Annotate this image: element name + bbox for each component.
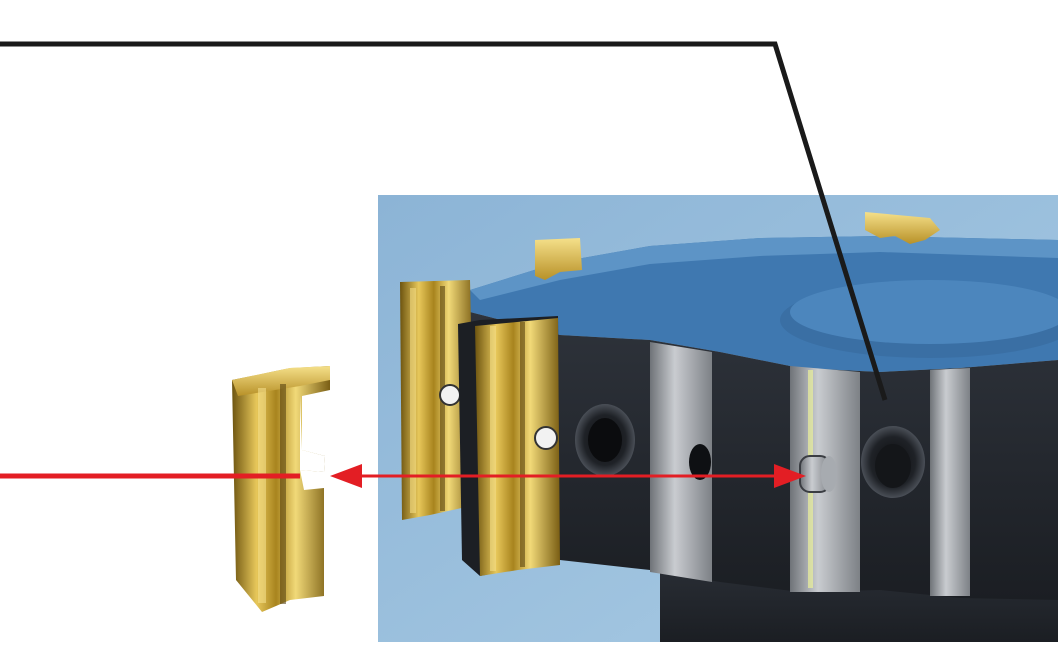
mounted-insert-back — [400, 280, 475, 520]
insert-icon — [232, 366, 330, 612]
locating-pin-icon — [799, 455, 837, 493]
leader-line — [0, 41, 888, 401]
double-arrow — [330, 464, 806, 488]
cutter-head-icon — [470, 212, 1058, 642]
mounted-insert-front — [458, 316, 560, 576]
